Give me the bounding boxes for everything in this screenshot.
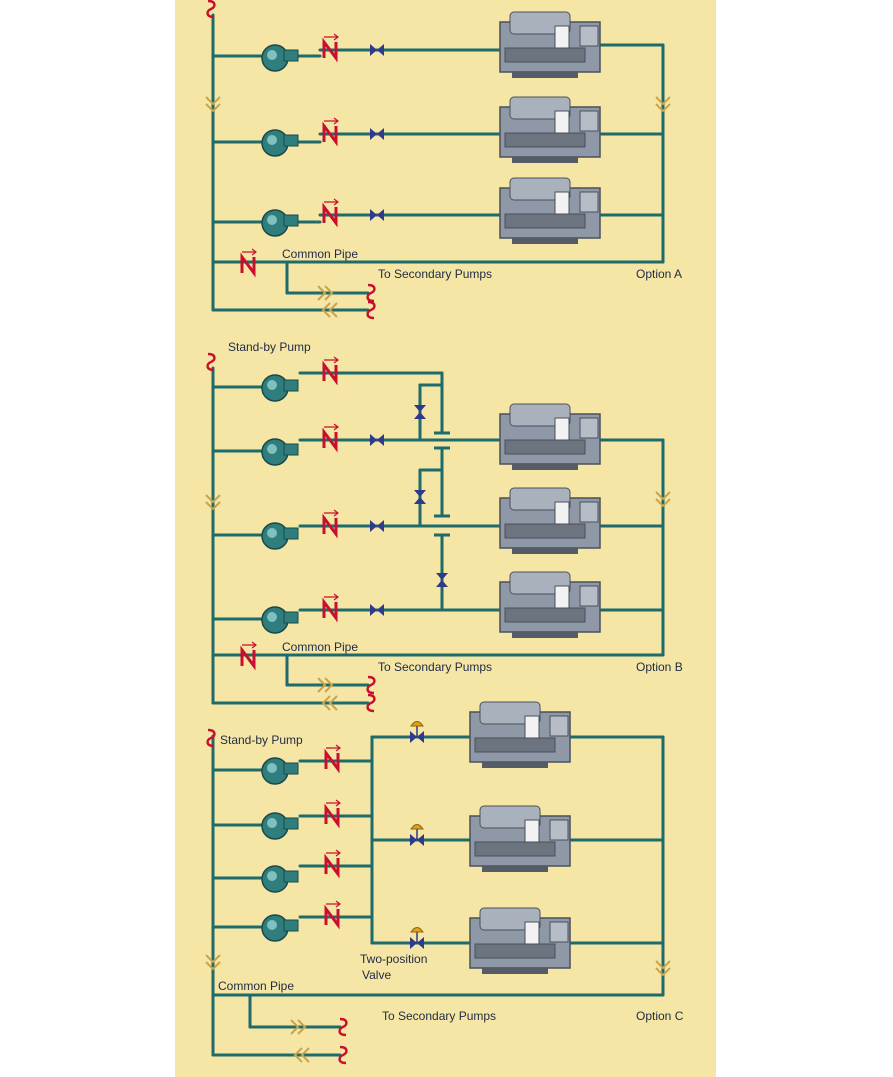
option-b-standby-caps [434,431,450,537]
option-a-secondary-label: To Secondary Pumps [378,267,492,281]
chiller-icon [469,907,571,975]
chiller-icon [469,701,571,769]
chiller-icon [499,96,601,164]
option-b-label: Option B [636,660,683,674]
chiller-icon [469,805,571,873]
chiller-icon [499,177,601,245]
chiller-icon [499,403,601,471]
chiller-icon [499,11,601,79]
option-b-standby-label: Stand-by Pump [228,340,311,354]
option-c-valve-label-line1: Two-position [360,952,427,966]
option-a-label: Option A [636,267,682,281]
option-c-label: Option C [636,1009,684,1023]
option-c-piping [211,734,665,1057]
option-b-secondary-label: To Secondary Pumps [378,660,492,674]
option-b-common-pipe-label: Common Pipe [282,640,358,654]
diagram-background [175,0,716,1077]
option-c-common-pipe-label: Common Pipe [218,979,294,993]
chiller-icon [499,571,601,639]
option-c-standby-label: Stand-by Pump [220,733,303,747]
option-c-valve-label-line2: Valve [362,968,391,982]
option-c-secondary-label: To Secondary Pumps [382,1009,496,1023]
chiller-icon [499,487,601,555]
option-a-common-pipe-label: Common Pipe [282,247,358,261]
